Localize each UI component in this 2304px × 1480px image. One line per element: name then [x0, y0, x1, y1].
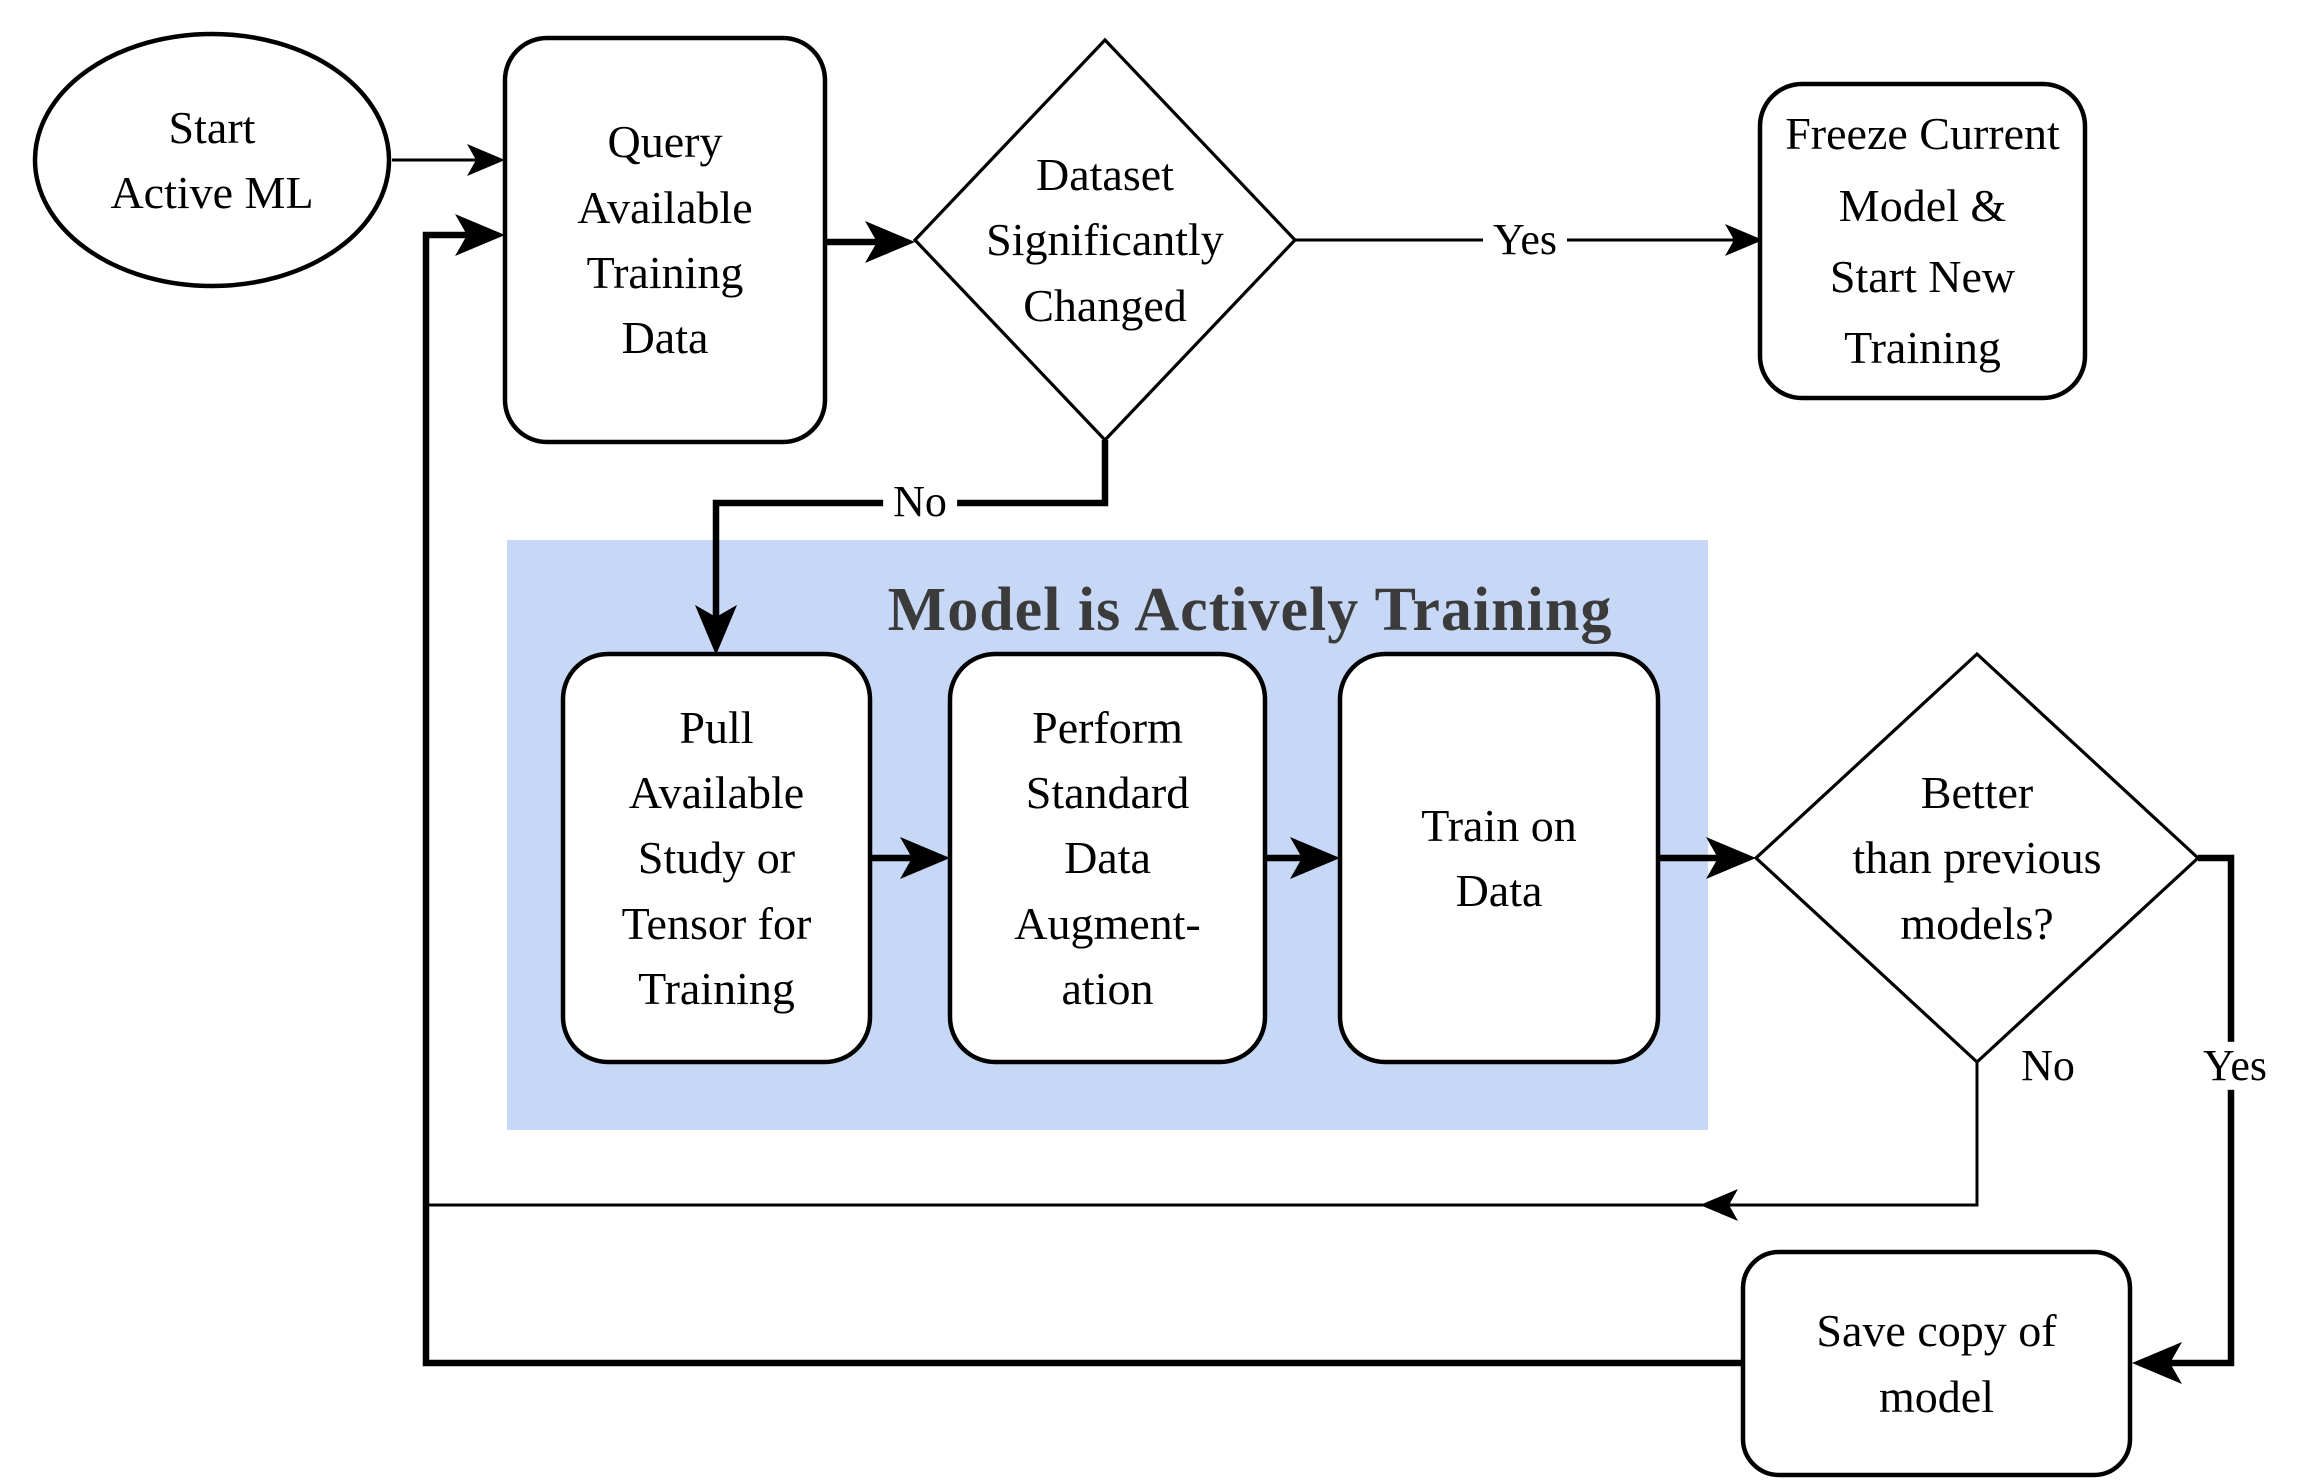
better-decision-label: Better than previous models? — [1852, 767, 2102, 949]
arrowhead — [900, 837, 950, 879]
train-node-shape — [1337, 651, 1661, 1065]
edge-label-no-bottom: No — [2021, 1040, 2075, 1090]
freeze-node-shape — [1757, 81, 2088, 401]
save-node-shape — [1740, 1249, 2133, 1478]
augment-node-label: Perform Standard Data Augment- ation — [1014, 701, 1201, 1014]
arrowhead — [455, 214, 505, 256]
save-node-label: Save copy of model — [1816, 1305, 2057, 1422]
edge-label-yes-bottom: Yes — [2192, 1041, 2278, 1091]
region-title: Model is Actively Training — [887, 575, 1613, 644]
arrowhead — [2132, 1342, 2182, 1384]
arrowhead — [1725, 224, 1763, 256]
augment-node-shape — [947, 651, 1268, 1065]
edge-better-no-loop — [426, 1062, 1979, 1207]
start-node-label: Start Active ML — [110, 101, 314, 218]
arrowhead — [695, 605, 737, 655]
arrowhead — [865, 221, 915, 263]
freeze-node-label: Freeze Current Model & Start New Trainin… — [1785, 108, 2060, 374]
pull-node-label: Pull Available Study or Tensor for Train… — [621, 701, 812, 1014]
pull-node-shape — [560, 651, 873, 1065]
edge-better-yes-to-save — [2146, 854, 2235, 1367]
arrowhead — [1706, 837, 1756, 879]
dataset-decision-shape — [912, 37, 1298, 443]
dataset-decision-label: Dataset Significantly Changed — [986, 149, 1224, 331]
query-node-shape — [502, 35, 828, 445]
edge-label-yes-top: Yes — [1482, 215, 1568, 265]
arrowhead — [1700, 1189, 1738, 1221]
arrowhead — [467, 144, 505, 176]
edge-save-feedback-to-query — [422, 231, 1743, 1367]
train-node-label: Train on Data — [1421, 799, 1577, 916]
arrowhead — [1290, 837, 1340, 879]
better-decision-shape — [1753, 651, 2201, 1065]
edge-label-no-top: No — [883, 477, 957, 527]
query-node-label: Query Available Training Data — [577, 116, 753, 364]
start-node-shape — [32, 31, 392, 289]
